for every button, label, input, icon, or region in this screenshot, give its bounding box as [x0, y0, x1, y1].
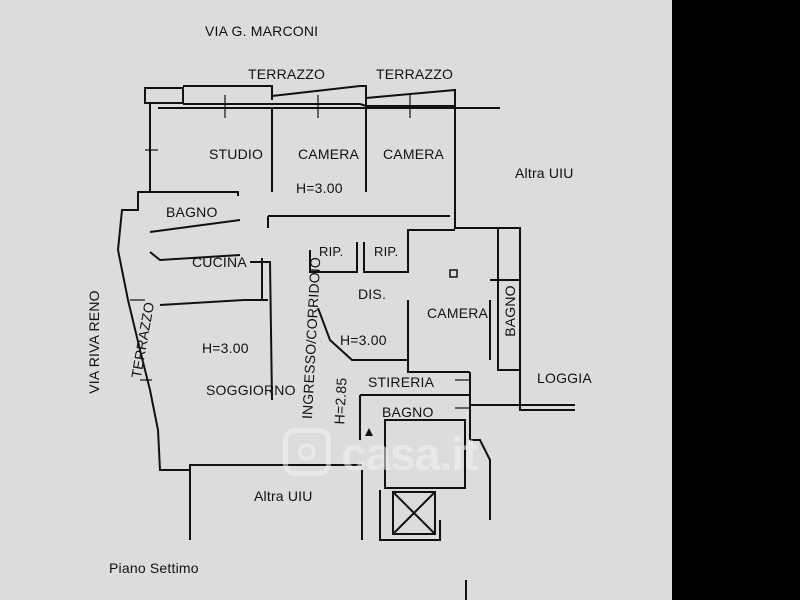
room-label-bagno: BAGNO [501, 285, 518, 337]
height-label: H=2.85 [331, 377, 350, 425]
apartment-outer-wall [116, 104, 362, 471]
floor-plan-drawing [116, 85, 575, 600]
room-label-loggia: LOGGIA [537, 370, 592, 386]
terrace-top-outline [144, 87, 184, 104]
height-label: H=3.00 [202, 340, 249, 356]
black-frame-right [672, 0, 800, 600]
room-label-terrazzo: TERRAZZO [248, 66, 326, 82]
staircase [384, 419, 466, 489]
height-label: H=3.00 [340, 332, 387, 348]
height-label: H=3.00 [296, 180, 343, 196]
floor-plan-sheet: VIA G. MARCONI VIA RIVA RENO TERRAZZO TE… [0, 0, 672, 600]
neighbor-unit-label: Altra UIU [515, 165, 574, 181]
room-label-bagno: BAGNO [166, 204, 218, 220]
terrace-top-outline [183, 85, 456, 107]
room-label-soggiorno: SOGGIORNO [206, 382, 296, 398]
room-label-stireria: STIRERIA [368, 374, 435, 390]
room-label-ripostiglio: RIP. [319, 244, 344, 259]
room-label-camera: CAMERA [298, 146, 360, 162]
street-label-top: VIA G. MARCONI [205, 23, 319, 39]
room-label-studio: STUDIO [209, 146, 264, 162]
neighbor-unit-label: Altra UIU [254, 488, 313, 504]
room-label-camera: CAMERA [383, 146, 445, 162]
room-label-bagno: BAGNO [382, 404, 434, 420]
room-label-camera: CAMERA [427, 305, 489, 321]
street-label-left: VIA RIVA RENO [85, 290, 102, 394]
room-label-cucina: CUCINA [192, 254, 247, 270]
room-label-terrazzo: TERRAZZO [376, 66, 454, 82]
floor-level-label: Piano Settimo [109, 560, 199, 576]
room-label-disimpegno: DIS. [358, 286, 387, 302]
room-label-ripostiglio: RIP. [374, 244, 399, 259]
